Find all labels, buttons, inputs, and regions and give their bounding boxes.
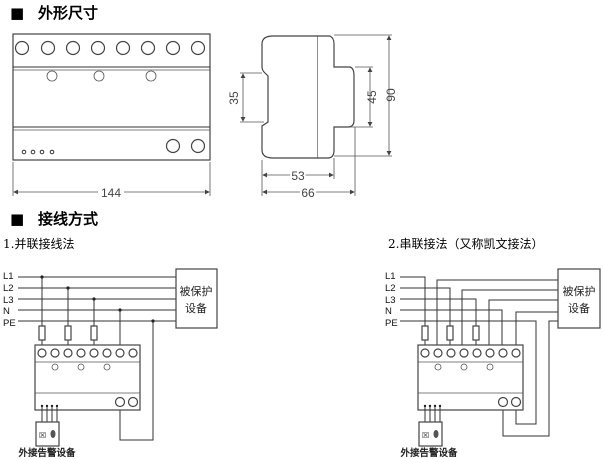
- status-indicator: [51, 363, 59, 371]
- terminal: [190, 40, 206, 56]
- terminal: [433, 348, 443, 358]
- alarm-device-label: 外接告警设备: [399, 447, 458, 459]
- alarm-bell-icon: [433, 430, 439, 438]
- protected-device-label: 设备: [568, 301, 590, 315]
- line-label-n: N: [3, 306, 10, 317]
- terminal: [14, 40, 30, 56]
- terminal: [498, 348, 508, 358]
- line-label-l1: L1: [385, 271, 396, 282]
- terminal: [472, 348, 482, 358]
- line-label-l1: L1: [3, 271, 14, 282]
- line-label-l2: L2: [385, 283, 396, 294]
- terminal: [102, 348, 112, 358]
- section-marker: ■: [10, 210, 24, 228]
- terminal: [63, 348, 73, 358]
- terminal: [89, 348, 99, 358]
- terminal: [90, 40, 106, 56]
- terminal: [37, 348, 47, 358]
- section-title-dimensions: 外形尺寸: [37, 4, 98, 22]
- protected-device-label: 设备: [185, 301, 207, 315]
- status-indicator: [460, 363, 468, 371]
- terminal: [128, 348, 138, 358]
- terminal: [420, 348, 430, 358]
- series-title: 2.串联接法（又称凯文接法）: [388, 236, 543, 251]
- terminal: [511, 348, 521, 358]
- terminal: [127, 396, 139, 408]
- side-view: [240, 34, 392, 196]
- parallel-diagram: L1 L2 L3 N PE ☒: [3, 268, 218, 447]
- alarm-device: [35, 421, 60, 447]
- terminal: [140, 40, 156, 56]
- terminal: [114, 396, 126, 408]
- terminal: [115, 348, 125, 358]
- parallel-title: 1.并联接线法: [3, 236, 74, 251]
- terminal: [497, 396, 509, 408]
- dimension-rail: 35: [227, 91, 241, 105]
- terminal: [446, 348, 456, 358]
- front-view: [12, 33, 211, 196]
- protected-device-label: 被保护: [180, 284, 213, 298]
- line-label-pe: PE: [3, 318, 16, 329]
- section-marker: ■: [10, 4, 24, 22]
- dimension-depth-total: 66: [301, 186, 315, 200]
- line-label-l2: L2: [3, 283, 14, 294]
- terminal: [40, 40, 56, 56]
- status-indicator: [103, 363, 111, 371]
- dimension-depth-body: 53: [291, 169, 305, 183]
- alarm-icon: ☒: [39, 431, 46, 440]
- alarm-icon: ☒: [422, 431, 429, 440]
- terminal: [65, 40, 81, 56]
- section-title-wiring: 接线方式: [38, 210, 98, 228]
- status-indicator: [434, 363, 442, 371]
- alarm-device-label: 外接告警设备: [17, 447, 76, 459]
- dimension-front: 45: [365, 90, 379, 104]
- terminal: [76, 348, 86, 358]
- line-label-l3: L3: [385, 295, 396, 306]
- terminal: [459, 348, 469, 358]
- alarm-bell-icon: [50, 430, 56, 438]
- dimension-height: 90: [384, 88, 398, 102]
- protected-device-label: 被保护: [563, 284, 596, 298]
- series-diagram: L1 L2 L3 N PE ☒: [385, 268, 601, 447]
- status-indicator: [486, 363, 494, 371]
- terminal: [50, 348, 60, 358]
- terminal: [115, 40, 131, 56]
- line-label-pe: PE: [385, 318, 398, 329]
- line-label-l3: L3: [3, 295, 14, 306]
- terminal: [165, 40, 181, 56]
- alarm-device: [418, 421, 443, 447]
- dimension-width: 144: [101, 186, 121, 200]
- line-label-n: N: [385, 306, 392, 317]
- status-indicator: [77, 363, 85, 371]
- terminal: [510, 396, 522, 408]
- terminal: [485, 348, 495, 358]
